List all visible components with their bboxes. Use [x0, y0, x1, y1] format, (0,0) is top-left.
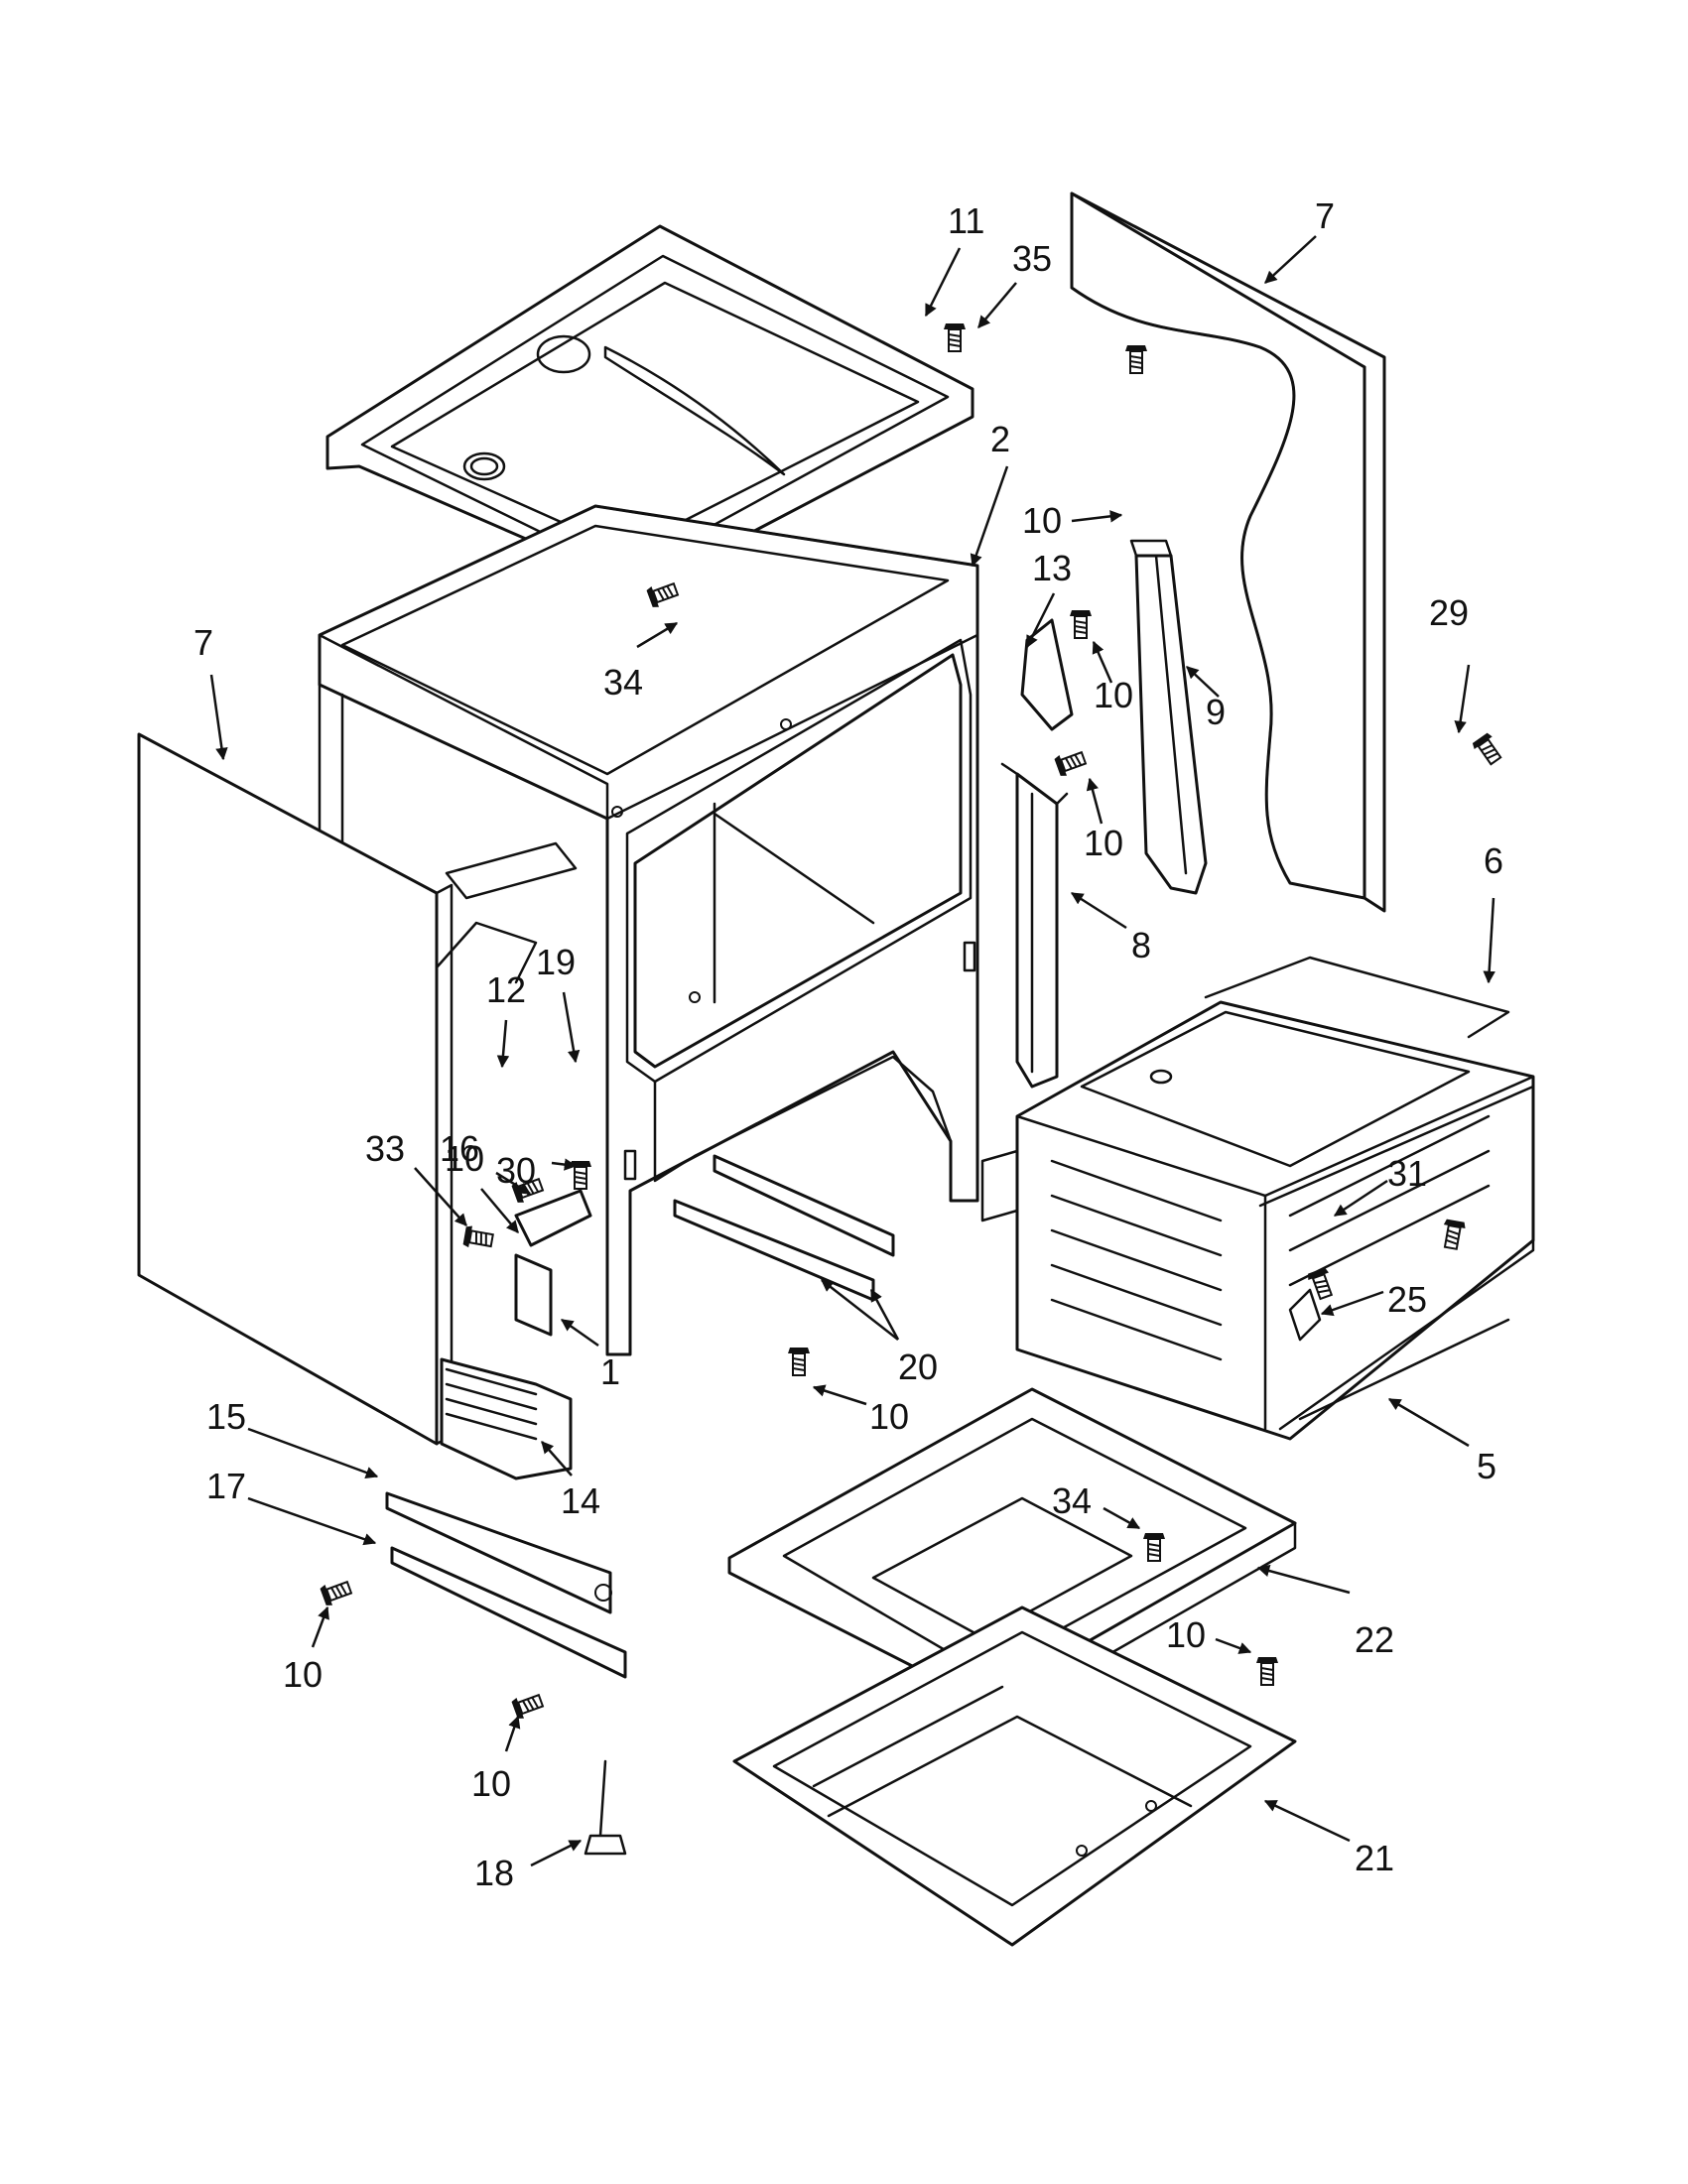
callout-14: 14: [561, 1480, 600, 1521]
callout-33: 33: [365, 1128, 405, 1169]
callout-1: 1: [600, 1351, 620, 1392]
callout-10-e: 10: [869, 1396, 909, 1437]
callout-21: 21: [1355, 1838, 1394, 1878]
base-tray: [732, 1606, 1297, 1947]
callout-18: 18: [474, 1853, 514, 1893]
callout-5: 5: [1477, 1446, 1496, 1486]
callout-10-a: 10: [1022, 500, 1062, 541]
callout-19: 19: [536, 942, 576, 982]
callout-34-top: 34: [603, 662, 643, 703]
callout-13: 13: [1032, 548, 1072, 588]
callout-10-c: 10: [1084, 823, 1123, 863]
rear-panel: [1070, 192, 1386, 913]
callout-10-h: 10: [471, 1763, 511, 1804]
callout-7-rear: 7: [1315, 195, 1335, 236]
callout-12: 12: [486, 969, 526, 1010]
callout-20: 20: [898, 1347, 938, 1387]
callout-7-side: 7: [194, 622, 213, 663]
callout-11: 11: [948, 200, 984, 241]
rear-braces: [1000, 539, 1208, 1089]
callout-22: 22: [1355, 1619, 1394, 1660]
callout-10-d: 10: [445, 1138, 484, 1179]
callout-30: 30: [496, 1150, 536, 1191]
top-panel: [325, 224, 974, 595]
callout-8: 8: [1131, 925, 1151, 965]
callout-2: 2: [990, 419, 1010, 459]
callout-10-g: 10: [283, 1654, 323, 1695]
callout-34-bottom: 34: [1052, 1480, 1092, 1521]
oven-cavity: [980, 956, 1535, 1441]
callout-35: 35: [1012, 238, 1052, 279]
callout-15: 15: [206, 1396, 246, 1437]
lower-components: [385, 1154, 895, 1856]
callout-17: 17: [206, 1466, 246, 1506]
leader-lines: [209, 235, 1495, 1867]
callout-9: 9: [1206, 692, 1226, 732]
callout-29: 29: [1429, 592, 1469, 633]
side-panel: [137, 732, 454, 1446]
callout-10-b: 10: [1094, 675, 1133, 715]
callout-16: 16: [440, 1128, 479, 1169]
callout-25: 25: [1387, 1279, 1427, 1320]
callout-labels: 11 35 7 2 10 13 29 34 10 9 7 10 6 8 19 1…: [194, 195, 1503, 1893]
callout-6: 6: [1484, 840, 1503, 881]
callout-31: 31: [1387, 1153, 1427, 1194]
callout-10-f: 10: [1166, 1614, 1206, 1655]
